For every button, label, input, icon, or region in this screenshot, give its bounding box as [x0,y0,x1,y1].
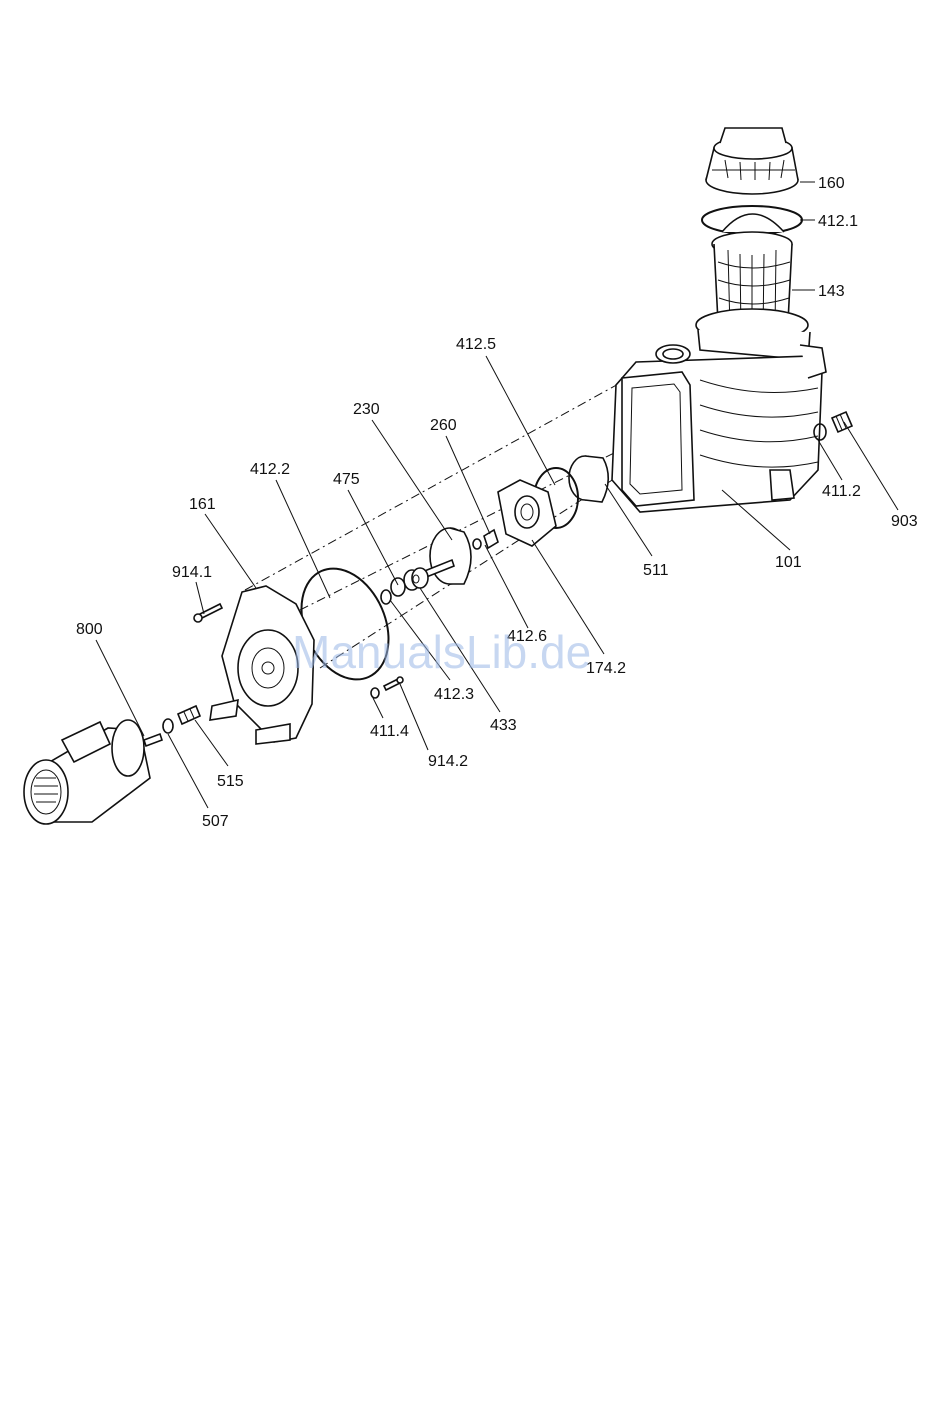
counter-ring-475 [391,578,405,596]
wear-ring-511 [569,456,608,502]
callout-914-2: 914.2 [428,753,468,770]
drain-plug-903 [832,412,852,432]
callout-903: 903 [891,513,918,530]
callout-914-1: 914.1 [172,564,212,581]
callout-412-5: 412.5 [456,336,496,353]
mechanical-seal-433 [404,568,428,590]
o-ring-412-3 [381,590,391,604]
callout-433: 433 [490,717,517,734]
strainer-lid-160 [706,128,798,194]
callout-412-3: 412.3 [434,686,474,703]
callout-labels: 160 412.1 143 412.5 230 260 412.2 475 16… [76,175,918,830]
callout-161: 161 [189,496,216,513]
callout-475: 475 [333,471,360,488]
callout-800: 800 [76,621,103,638]
callout-507: 507 [202,813,229,830]
callout-411-4: 411.4 [370,723,409,740]
deflector-507 [163,719,173,733]
motor-800 [24,720,162,824]
screw-914-2 [384,677,403,690]
nut-260 [484,530,498,548]
callout-160: 160 [818,175,845,192]
callout-143: 143 [818,283,845,300]
callout-412-1: 412.1 [818,213,858,230]
callout-230: 230 [353,401,380,418]
callout-101: 101 [775,554,802,571]
pump-housing-101 [612,309,826,512]
o-ring-412-6 [473,539,481,549]
sleeve-515 [178,706,200,724]
callout-411-2: 411.2 [822,483,861,500]
screw-914-1 [194,604,222,622]
callout-412-2: 412.2 [250,461,290,478]
watermark: ManualsLib.de [292,626,591,678]
callout-511: 511 [643,562,669,579]
callout-515: 515 [217,773,244,790]
callout-174-2: 174.2 [586,660,626,677]
callout-260: 260 [430,417,457,434]
diffuser-174-2 [498,480,556,546]
seal-ring-411-4 [371,688,379,698]
